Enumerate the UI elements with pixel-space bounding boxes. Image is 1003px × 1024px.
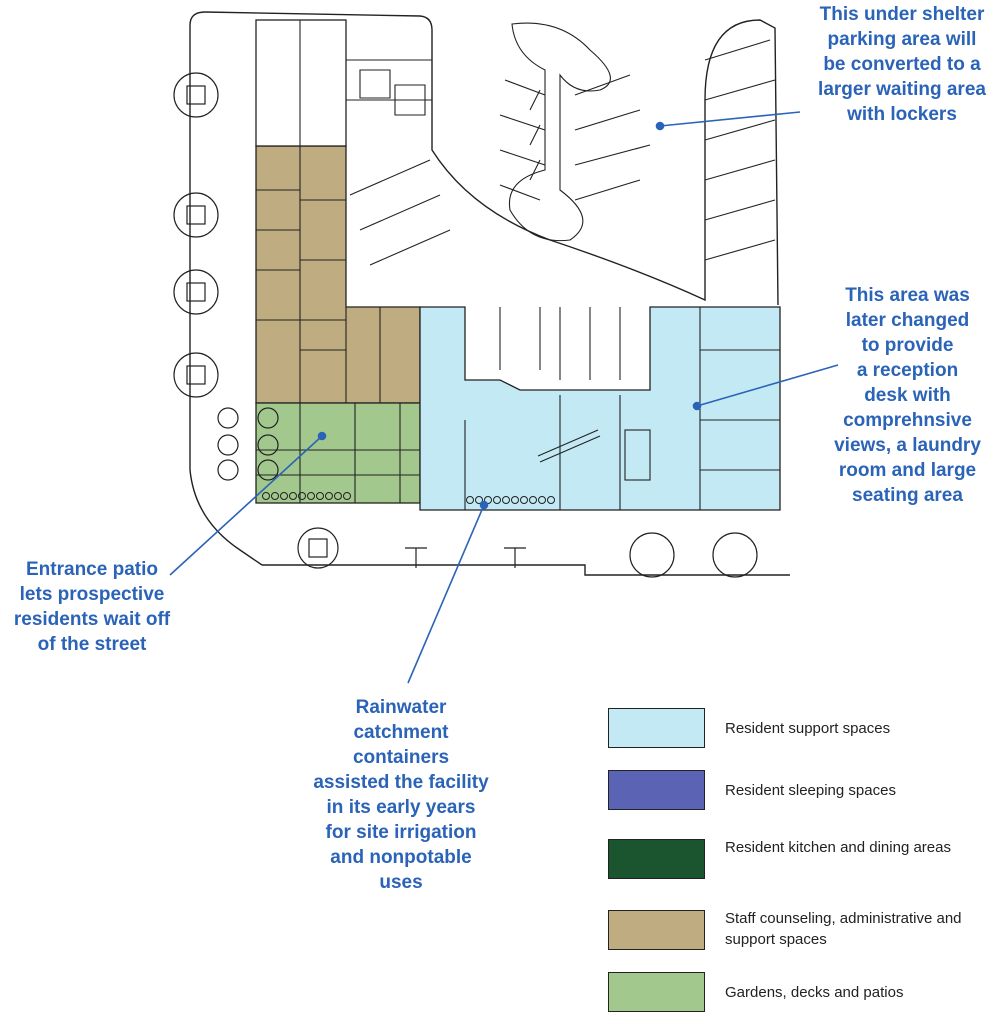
leader-rainwater [407,504,485,684]
zone-staff [255,145,421,404]
legend-item-sleeping: Resident sleeping spaces [608,770,998,816]
desk [624,429,651,481]
legend-label: Resident sleeping spaces [725,782,896,799]
tree [712,532,758,578]
legend-swatch [608,910,705,950]
tree [629,532,675,578]
street-edge [262,564,790,576]
legend-swatch [608,708,705,748]
legend-label: Gardens, decks and patios [725,984,904,1001]
callout-parking: This under shelter parking area will be … [818,4,986,125]
zone-support [419,306,781,511]
stair [537,429,601,463]
tree [173,72,219,118]
legend-label: Resident support spaces [725,720,891,737]
legend-swatch [608,839,705,879]
legend-swatch [608,972,705,1012]
zone-gardens [255,402,421,504]
legend-item-kitchen: Resident kitchen and dining areas [608,839,998,885]
parking-stripes-west [349,159,451,266]
leader-parking [659,111,801,127]
parking-stripes-left [499,79,546,201]
leader-patio [169,435,323,576]
legend-item-gardens: Gardens, decks and patios [608,972,998,1018]
legend-label: Staff counseling, administrative and sup… [725,910,962,948]
callout-rainwater: Rainwater catchment containers assisted … [313,697,489,893]
parking-stripes-east [704,39,776,261]
legend-item-support: Resident support spaces [608,708,998,754]
tree [297,527,339,569]
tree [173,352,219,398]
callout-reception: This area was later changed to provide a… [834,285,981,506]
site-boundary-left [189,25,263,566]
staff-walls [256,146,381,403]
legend-label: Resident kitchen and dining areas [725,839,951,856]
garden-walls [256,403,420,503]
parking-stripes-right [574,74,651,201]
callout-patio: Entrance patio lets prospective resident… [13,559,171,655]
leader-reception [696,364,839,407]
legend-swatch [608,770,705,810]
legend-item-staff: Staff counseling, administrative and sup… [608,910,998,956]
zone-north-block [255,19,347,147]
north-walls [299,20,432,146]
site-boundary [189,11,779,306]
parking-island [508,22,611,242]
tree [173,192,219,238]
tree [173,269,219,315]
